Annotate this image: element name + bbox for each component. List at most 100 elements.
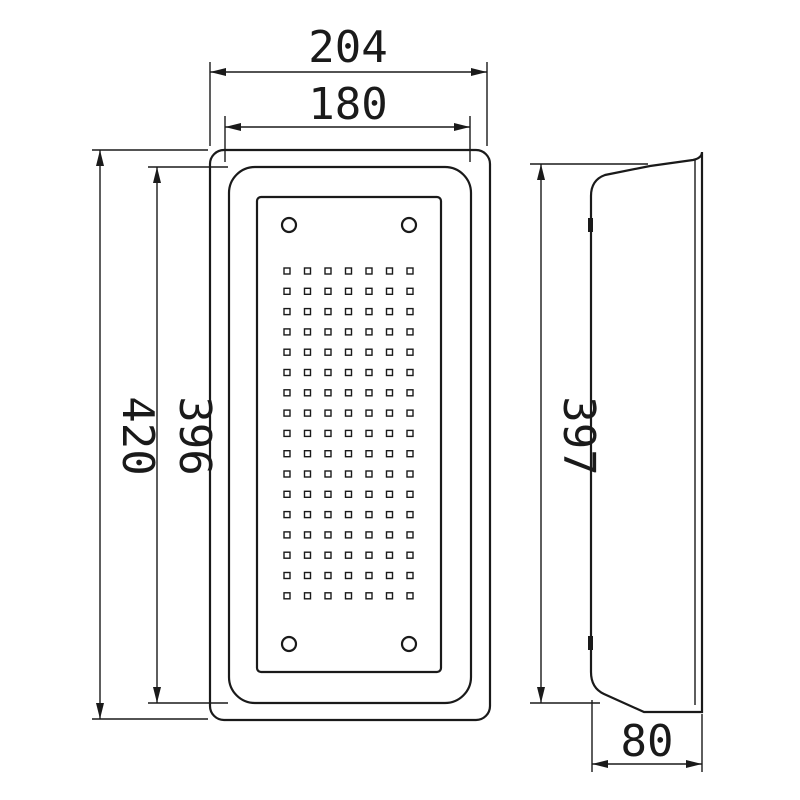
perforation-hole bbox=[344, 531, 353, 539]
dimension-label-inner-height: 396 bbox=[169, 396, 220, 475]
perforation-hole bbox=[365, 551, 373, 559]
perforation-hole bbox=[324, 267, 332, 275]
perforation-hole bbox=[283, 348, 291, 356]
perforation-hole bbox=[283, 267, 291, 275]
side-view bbox=[588, 151, 704, 714]
perforation-hole bbox=[324, 571, 332, 580]
perforation-hole bbox=[303, 450, 312, 458]
perforation-hole bbox=[344, 470, 353, 478]
perforation-hole bbox=[324, 490, 332, 498]
perforation-hole bbox=[344, 287, 353, 295]
perforation-hole bbox=[283, 470, 291, 478]
perforation-hole bbox=[303, 510, 312, 519]
perforation-hole bbox=[283, 368, 291, 377]
perforation-hole bbox=[324, 531, 332, 539]
perforation-hole bbox=[406, 490, 414, 498]
dimension-inner-height: 396 bbox=[148, 166, 228, 704]
perforation-hole bbox=[385, 429, 394, 438]
dimension-label-inner-width: 180 bbox=[308, 79, 387, 130]
dimension-label-overall-height: 420 bbox=[112, 396, 163, 475]
perforation-hole bbox=[344, 348, 353, 356]
dimension-depth: 80 bbox=[591, 700, 703, 772]
perforation-hole bbox=[365, 571, 373, 580]
perforation-hole bbox=[385, 328, 394, 336]
perforation-hole bbox=[365, 592, 373, 600]
perforation-hole bbox=[344, 368, 353, 377]
perforation-hole bbox=[324, 510, 332, 519]
perforation-hole bbox=[365, 267, 373, 275]
perforation-hole bbox=[406, 429, 414, 438]
perforation-hole bbox=[406, 592, 414, 600]
perforation-hole bbox=[385, 470, 394, 478]
perforation-hole bbox=[365, 450, 373, 458]
perforation-hole bbox=[406, 389, 414, 397]
perforation-hole bbox=[324, 592, 332, 600]
perforation-hole bbox=[385, 287, 394, 295]
perforation-hole bbox=[324, 429, 332, 438]
perforation-hole bbox=[406, 571, 414, 580]
perforation-hole bbox=[385, 571, 394, 580]
mounting-hole bbox=[400, 635, 418, 653]
perforation-hole bbox=[303, 267, 312, 275]
perforation-hole bbox=[406, 551, 414, 559]
perforation-hole bbox=[406, 348, 414, 356]
perforation-hole bbox=[344, 267, 353, 275]
drain-plate bbox=[255, 195, 443, 674]
perforation-hole bbox=[283, 287, 291, 295]
perforation-hole bbox=[283, 328, 291, 336]
perforation-hole bbox=[406, 287, 414, 295]
perforation-hole bbox=[283, 531, 291, 539]
perforation-hole bbox=[303, 348, 312, 356]
perforation-hole bbox=[344, 592, 353, 600]
perforation-hole bbox=[344, 490, 353, 498]
perforation-hole bbox=[365, 328, 373, 336]
perforation-hole bbox=[385, 368, 394, 377]
perforation-hole bbox=[283, 450, 291, 458]
perforation-hole bbox=[283, 307, 291, 316]
perforation-hole bbox=[365, 470, 373, 478]
perforation-hole bbox=[406, 328, 414, 336]
side-clip bbox=[588, 218, 593, 232]
perforation-hole bbox=[324, 470, 332, 478]
perforation-hole bbox=[385, 510, 394, 519]
perforation-hole bbox=[324, 409, 332, 417]
perforation-hole bbox=[344, 551, 353, 559]
perforation-hole bbox=[406, 510, 414, 519]
perforation-hole bbox=[303, 571, 312, 580]
perforation-hole bbox=[324, 307, 332, 316]
perforation-hole bbox=[406, 267, 414, 275]
perforation-hole bbox=[385, 592, 394, 600]
perforation-hole bbox=[385, 389, 394, 397]
perforation-hole bbox=[365, 368, 373, 377]
inner-bowl bbox=[227, 165, 473, 705]
perforation-hole bbox=[324, 368, 332, 377]
perforation-hole bbox=[324, 287, 332, 295]
perforation-hole bbox=[303, 307, 312, 316]
perforation-hole bbox=[365, 307, 373, 316]
perforation-hole bbox=[365, 490, 373, 498]
mounting-hole bbox=[400, 216, 418, 234]
mounting-hole bbox=[280, 635, 298, 653]
perforation-hole bbox=[344, 389, 353, 397]
perforation-hole bbox=[406, 368, 414, 377]
dimension-side-height: 397 bbox=[530, 163, 648, 704]
perforation-hole bbox=[324, 551, 332, 559]
perforation-hole bbox=[324, 450, 332, 458]
perforation-hole bbox=[344, 510, 353, 519]
perforation-hole bbox=[303, 328, 312, 336]
perforation-hole bbox=[324, 348, 332, 356]
perforation-hole bbox=[324, 389, 332, 397]
side-profile bbox=[589, 151, 704, 714]
perforation-hole bbox=[283, 592, 291, 600]
perforation-hole bbox=[303, 389, 312, 397]
perforation-hole bbox=[365, 348, 373, 356]
perforation-hole bbox=[344, 409, 353, 417]
perforation-hole bbox=[283, 571, 291, 580]
perforation-hole bbox=[385, 307, 394, 316]
front-view bbox=[208, 148, 492, 722]
perforation-hole bbox=[406, 307, 414, 316]
perforation-hole bbox=[303, 429, 312, 438]
perforation-hole bbox=[303, 368, 312, 377]
perforation-hole bbox=[303, 409, 312, 417]
outer-frame bbox=[208, 148, 492, 722]
